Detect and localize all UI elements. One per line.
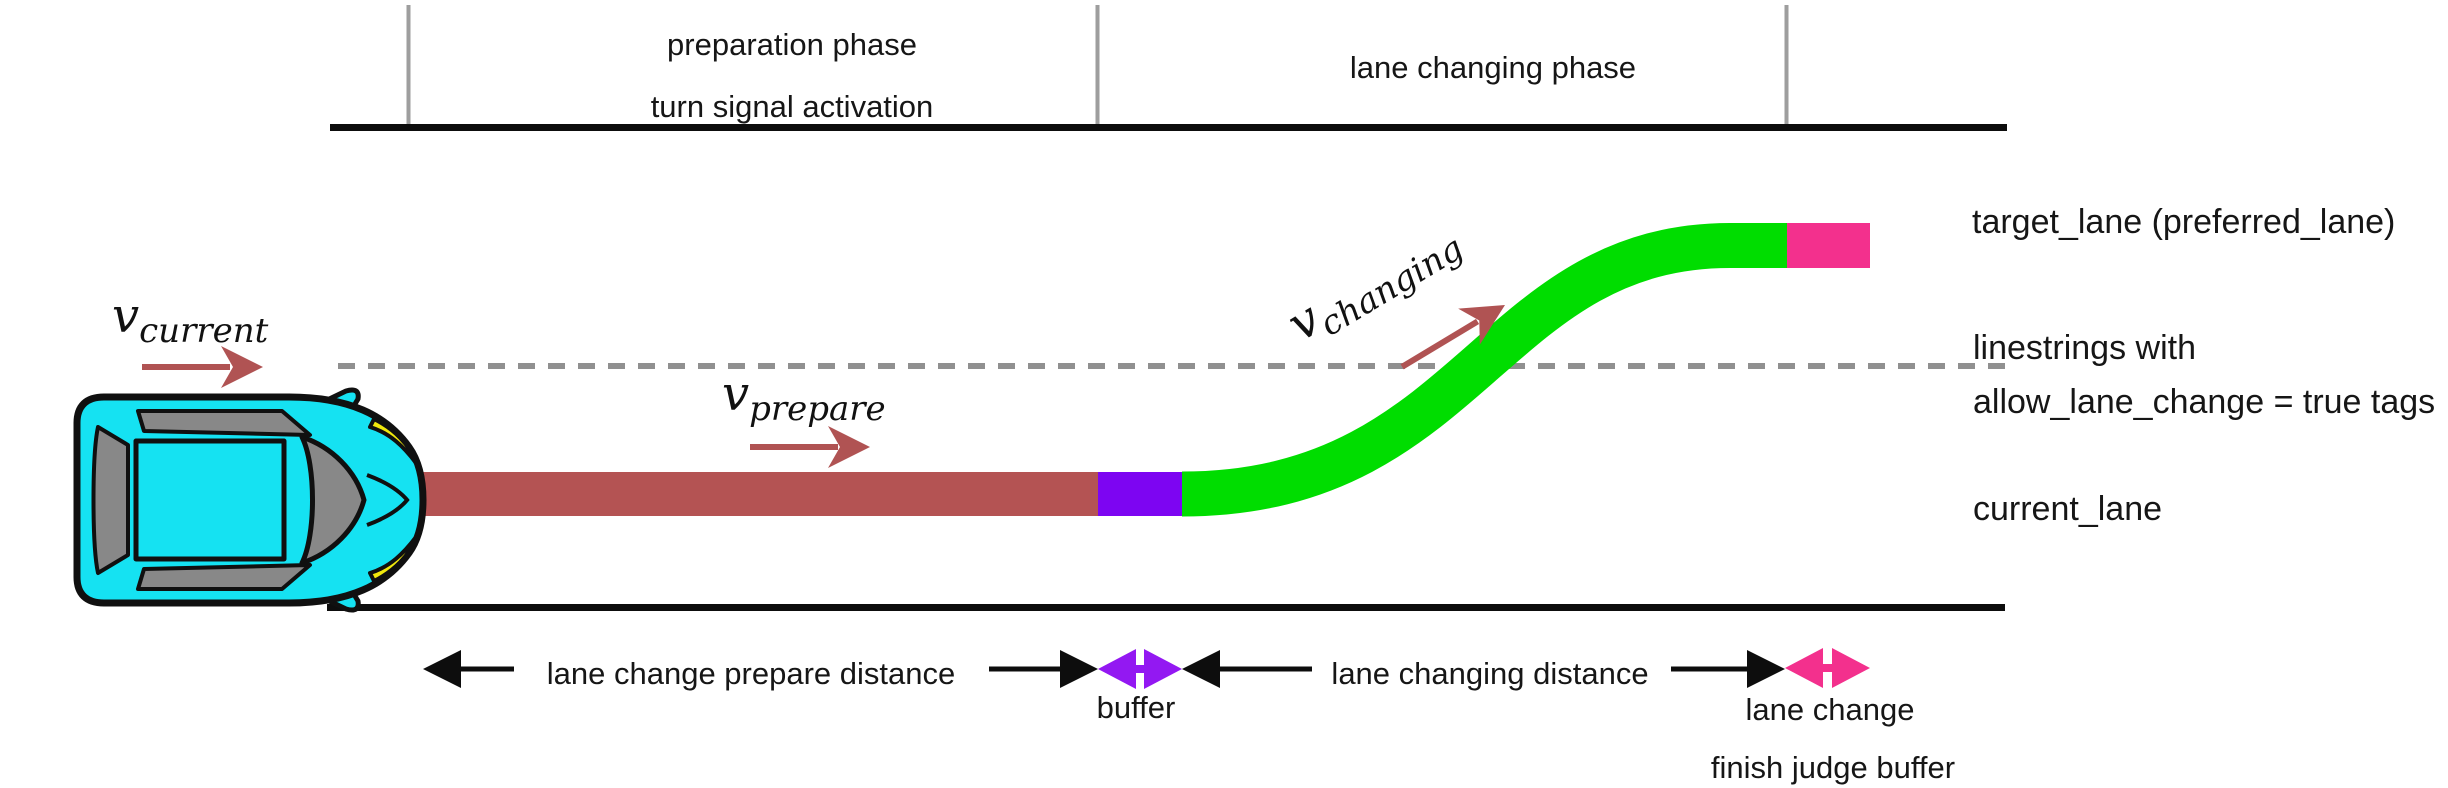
target-lane-label: target_lane (preferred_lane) [1972,203,2396,241]
lane-changing-path-segment [1181,223,1788,517]
top-lane-boundary-line [330,124,2007,131]
buffer-label: buffer [1096,690,1176,725]
v-current-label: vcurrent [112,288,269,351]
v-current-arrow-icon [142,346,263,388]
preparation-phase-label-line1: preparation phase [667,27,917,62]
prepare-path-segment [421,472,1098,516]
linestrings-label-line1: linestrings with [1973,329,2196,367]
v-prepare-label: vprepare [722,366,886,429]
v-prepare-arrow-icon [750,426,870,468]
finish-judge-buffer-path-segment [1787,223,1870,268]
ego-vehicle-icon [73,387,427,613]
lane-changing-phase-label: lane changing phase [1349,50,1637,85]
finish-judge-buffer-label-line1: lane change [1745,692,1915,727]
linestrings-label-line2: allow_lane_change = true tags [1973,383,2436,421]
current-lane-label: current_lane [1973,490,2163,528]
buffer-double-arrow-icon [1098,649,1182,689]
buffer-path-segment [1098,472,1182,516]
finish-judge-buffer-double-arrow-icon [1785,648,1870,688]
v-changing-arrow-icon [1400,305,1505,370]
changing-distance-label: lane changing distance [1331,656,1649,691]
preparation-phase-label-line2: turn signal activation [650,89,934,124]
bottom-lane-boundary-line [327,604,2005,611]
prepare-distance-label: lane change prepare distance [546,656,956,691]
changing-distance-arrow [1182,650,1785,688]
prepare-distance-arrow [423,650,1098,688]
finish-judge-buffer-label-line2: finish judge buffer [1710,750,1956,785]
